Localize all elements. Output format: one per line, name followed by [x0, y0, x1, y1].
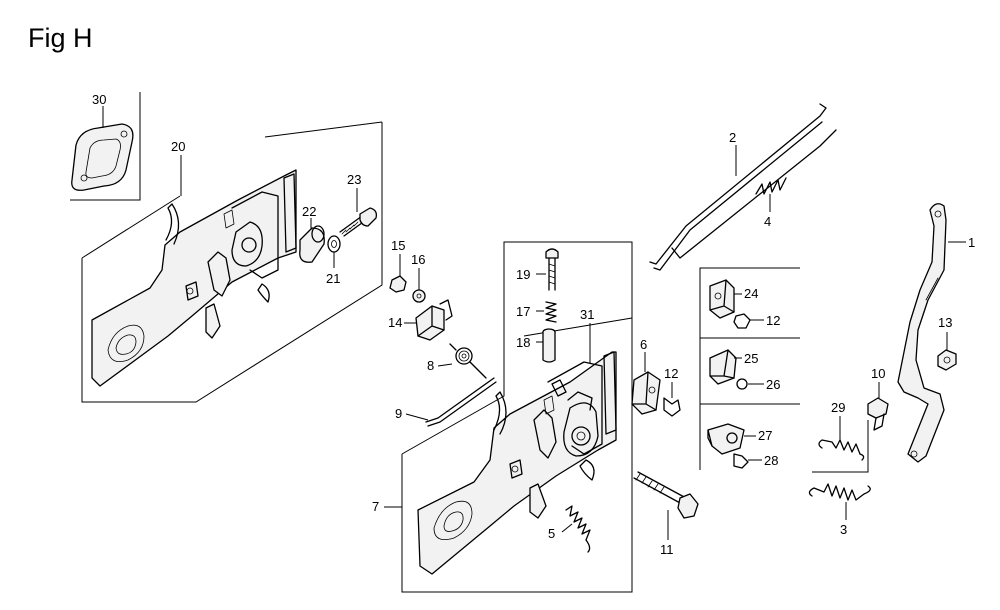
callout-12-upper: 12 [664, 366, 678, 381]
part-15-nut [389, 254, 407, 293]
part-8-spring [437, 343, 487, 379]
part-12-bolt-lower [733, 313, 764, 329]
part-13-nut [937, 332, 957, 371]
part-24-bracket [709, 279, 742, 319]
callout-20: 20 [171, 139, 185, 154]
part-10-pin [867, 382, 889, 431]
callout-4: 4 [764, 214, 771, 229]
callout-31: 31 [580, 307, 594, 322]
callout-26: 26 [766, 377, 780, 392]
callout-15: 15 [391, 238, 405, 253]
part-26-screw [736, 378, 764, 390]
callout-3: 3 [840, 522, 847, 537]
part-22-collar [299, 218, 325, 263]
part-4-spring [755, 177, 787, 212]
part-2-rod [649, 103, 837, 271]
part-12-bolt-upper [663, 382, 681, 417]
part-23-bolt [339, 188, 378, 237]
part-19-screw [536, 248, 559, 291]
callout-25: 25 [744, 351, 758, 366]
callout-12-lower: 12 [766, 313, 780, 328]
part-18-collar [536, 328, 556, 363]
callout-30: 30 [92, 92, 106, 107]
part-3-spring [808, 483, 871, 520]
part-16-washer [412, 268, 426, 303]
callout-23: 23 [347, 172, 361, 187]
part-21-washer [327, 235, 341, 268]
part-30-gasket [70, 92, 141, 201]
callout-14: 14 [388, 315, 402, 330]
part-1-lever [897, 203, 966, 463]
callout-29: 29 [831, 400, 845, 415]
figure-title: Fig H [28, 23, 93, 53]
parts-24-28-group [699, 267, 800, 470]
callout-24: 24 [744, 286, 758, 301]
callout-8: 8 [427, 358, 434, 373]
part-14-bracket [404, 299, 453, 341]
part-5-spring [561, 505, 591, 553]
callout-9: 9 [395, 406, 402, 421]
part-17-spring [536, 301, 557, 323]
part-11-bolt [633, 471, 699, 540]
callout-18: 18 [516, 335, 530, 350]
callout-11: 11 [660, 542, 674, 557]
callout-6: 6 [640, 337, 647, 352]
callout-7: 7 [372, 499, 379, 514]
callout-13: 13 [938, 315, 952, 330]
part-27-bracket [707, 423, 756, 455]
part-29-spring [812, 416, 869, 473]
part-25-bracket [709, 349, 742, 385]
callout-21: 21 [326, 271, 340, 286]
callout-2: 2 [729, 130, 736, 145]
callout-17: 17 [516, 304, 530, 319]
part-6-lever [631, 352, 661, 415]
callout-27: 27 [758, 428, 772, 443]
callout-28: 28 [764, 453, 778, 468]
callout-5: 5 [548, 526, 555, 541]
part-9-rod [405, 377, 497, 427]
part-7-control-assembly [384, 241, 633, 593]
part-28-screw [733, 453, 762, 469]
callout-16: 16 [411, 252, 425, 267]
callout-19: 19 [516, 267, 530, 282]
callout-1: 1 [968, 235, 975, 250]
callout-10: 10 [871, 366, 885, 381]
part-20-control-base-assembly [81, 121, 383, 403]
callout-22: 22 [302, 204, 316, 219]
